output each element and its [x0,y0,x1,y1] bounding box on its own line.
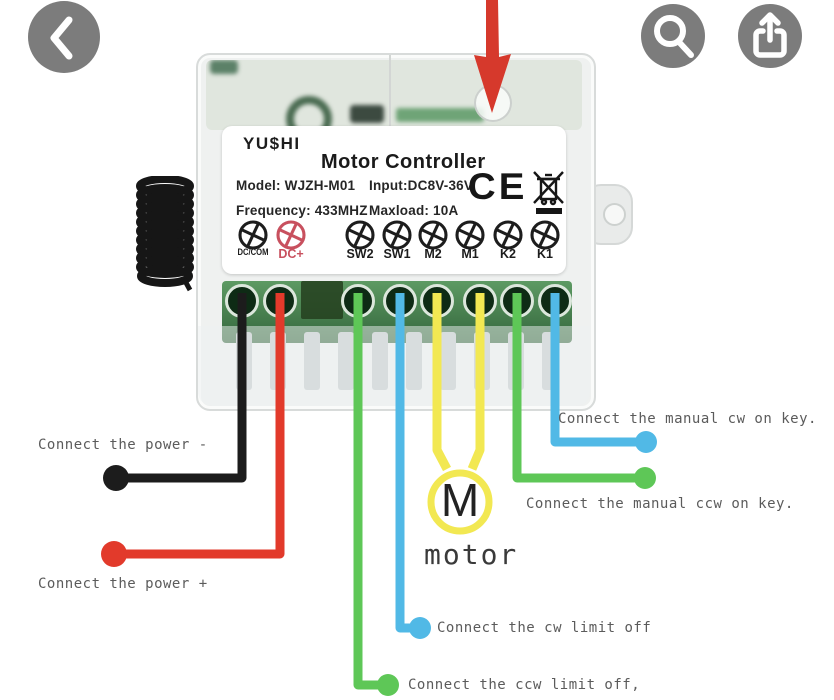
note-power-negative: Connect the power - [38,437,208,453]
wire-power-negative [128,293,247,483]
note-manual-ccw: Connect the manual ccw on key. [526,496,794,512]
maxload-text: Maxload: 10A [369,203,459,218]
note-power-positive: Connect the power + [38,576,208,592]
dot-power-negative [103,465,129,491]
dot-cw-limit [409,617,431,639]
note-manual-cw: Connect the manual cw on key. [558,411,817,427]
share-icon [753,12,787,58]
terminal-label-dcplus: DC+ [278,247,304,261]
share-button[interactable] [738,4,802,68]
wire-cw-limit [395,293,410,633]
wire-ccw-limit [353,293,378,690]
note-ccw-limit: Connect the ccw limit off, [408,677,641,693]
model-text: Model: WJZH-M01 [236,178,356,193]
pcb-strip [206,60,582,130]
terminal-label-sw1: SW1 [383,247,411,261]
product-title: Motor Controller [321,151,486,173]
dot-manual-cw [635,431,657,453]
mounting-hole [603,203,626,226]
dot-manual-ccw [634,467,656,489]
pcb-component [286,96,332,130]
screw-m2-icon [418,220,448,250]
back-button[interactable] [28,1,100,73]
antenna-coil-icon [136,176,194,292]
frequency-text: Frequency: 433MHZ [236,203,368,218]
terminal-label-k1: K1 [537,247,553,261]
magnifier-icon [654,15,694,58]
pcb-component [210,60,238,74]
screw-sw2-icon [345,220,375,250]
motor-label: motor [424,538,519,571]
pcb-component [396,108,484,122]
wire-manual-ccw [512,293,636,483]
terminal-label-m2: M2 [424,247,442,261]
input-text: Input:DC8V-36V [369,178,474,193]
dot-power-positive [101,541,127,567]
wire-power-positive [126,293,285,559]
brand-text: YU$HI [243,134,301,153]
wire-motor-m1 [467,293,485,471]
pcb-component [350,105,384,123]
chevron-left-icon [50,16,73,60]
search-button[interactable] [641,4,705,68]
pointer-arrow [474,0,511,113]
terminal-label-k2: K2 [500,247,516,261]
wire-manual-cw [550,293,637,447]
screw-sw1-icon [382,220,412,250]
terminal-label-m1: M1 [461,247,479,261]
dot-ccw-limit [377,674,399,696]
screw-dccom-icon [238,220,268,250]
motor-circle [427,469,493,535]
motor-symbol: M [440,473,480,526]
case-front-cover [198,326,590,406]
weee-icon [533,171,564,214]
terminal-block-gap [301,281,343,319]
screw-k1-icon [530,220,560,250]
screw-k2-icon [493,220,523,250]
case-seam [389,55,391,127]
terminal-label-dccom: DC/COM [237,247,269,257]
screw-m1-icon [455,220,485,250]
screw-dcplus-icon [276,220,306,250]
wire-motor-m2 [432,293,451,472]
note-cw-limit: Connect the cw limit off [437,620,652,636]
screw-symbol-row [238,220,560,250]
ce-mark: CE [467,166,528,207]
terminal-label-sw2: SW2 [346,247,374,261]
